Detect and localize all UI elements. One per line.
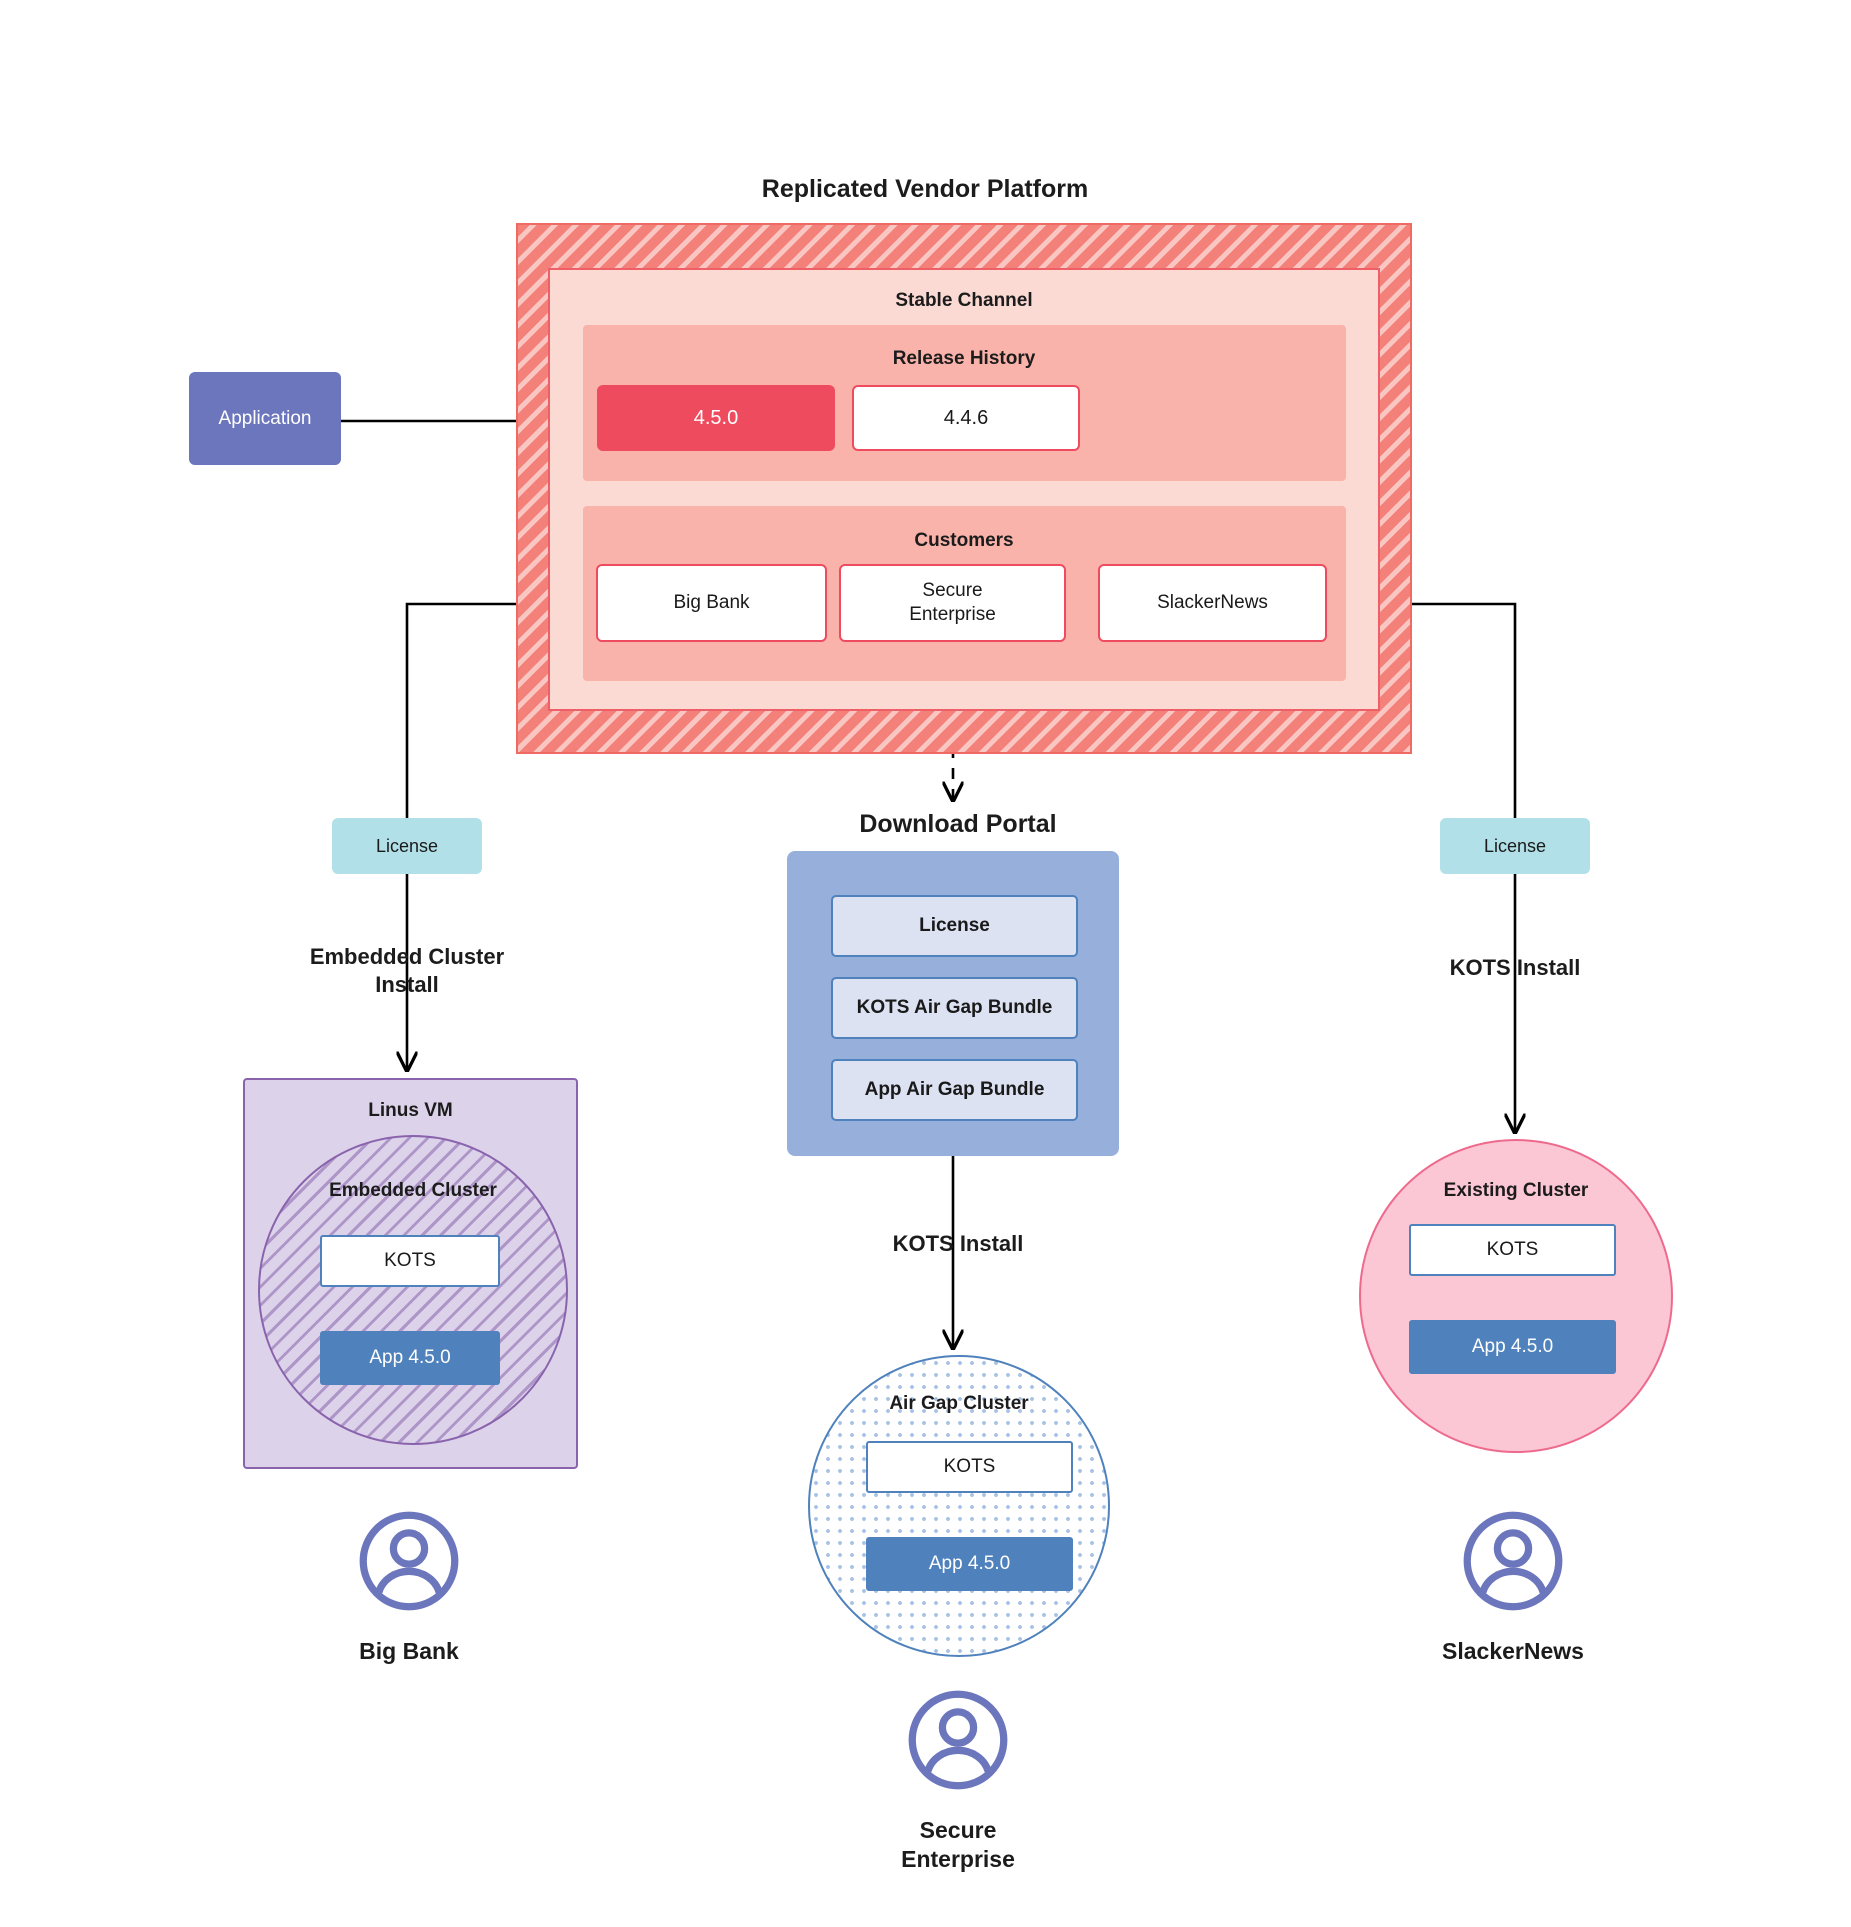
customer-chip-slackernews[interactable]: SlackerNews xyxy=(1098,564,1327,642)
user-avatar-icon xyxy=(906,1688,1010,1792)
license-node-right[interactable]: License xyxy=(1440,818,1590,874)
stable-channel-label: Stable Channel xyxy=(895,290,1033,311)
embedded-cluster-label: Embedded Cluster xyxy=(329,1180,497,1201)
download-portal-title: Download Portal xyxy=(859,810,1057,838)
existing-cluster-label: Existing Cluster xyxy=(1443,1180,1589,1201)
portal-item-app-air-gap-bundle[interactable]: App Air Gap Bundle xyxy=(831,1059,1078,1121)
kots-node-airgap[interactable]: KOTS xyxy=(866,1441,1073,1493)
air-gap-cluster-label: Air Gap Cluster xyxy=(889,1393,1029,1414)
embedded-cluster-container xyxy=(258,1135,568,1445)
license-node-left[interactable]: License xyxy=(332,818,482,874)
customer-chip-big-bank[interactable]: Big Bank xyxy=(596,564,827,642)
user-avatar-icon xyxy=(1461,1509,1565,1613)
linus-vm-label: Linus VM xyxy=(368,1100,453,1121)
portal-item-license[interactable]: License xyxy=(831,895,1078,957)
application-node[interactable]: Application xyxy=(189,372,341,465)
portal-item-kots-air-gap-bundle[interactable]: KOTS Air Gap Bundle xyxy=(831,977,1078,1039)
end-user-caption-big-bank: Big Bank xyxy=(359,1638,459,1664)
edge-label-kots-install-center: KOTS Install xyxy=(892,1231,1024,1256)
kots-node-embedded[interactable]: KOTS xyxy=(320,1235,500,1287)
user-avatar-icon xyxy=(357,1509,461,1613)
edge-label-kots-install-right: KOTS Install xyxy=(1449,955,1581,980)
kots-node-existing[interactable]: KOTS xyxy=(1409,1224,1616,1276)
air-gap-cluster-container xyxy=(808,1355,1110,1657)
release-history-label: Release History xyxy=(892,348,1036,369)
end-user-caption-slackernews: SlackerNews xyxy=(1442,1638,1584,1664)
page-title: Replicated Vendor Platform xyxy=(761,175,1089,203)
customers-label: Customers xyxy=(914,530,1014,551)
release-chip-current[interactable]: 4.5.0 xyxy=(597,385,835,451)
app-node-airgap[interactable]: App 4.5.0 xyxy=(866,1537,1073,1591)
release-chip-previous[interactable]: 4.4.6 xyxy=(852,385,1080,451)
app-node-embedded[interactable]: App 4.5.0 xyxy=(320,1331,500,1385)
app-node-existing[interactable]: App 4.5.0 xyxy=(1409,1320,1616,1374)
existing-cluster-container xyxy=(1359,1139,1673,1453)
